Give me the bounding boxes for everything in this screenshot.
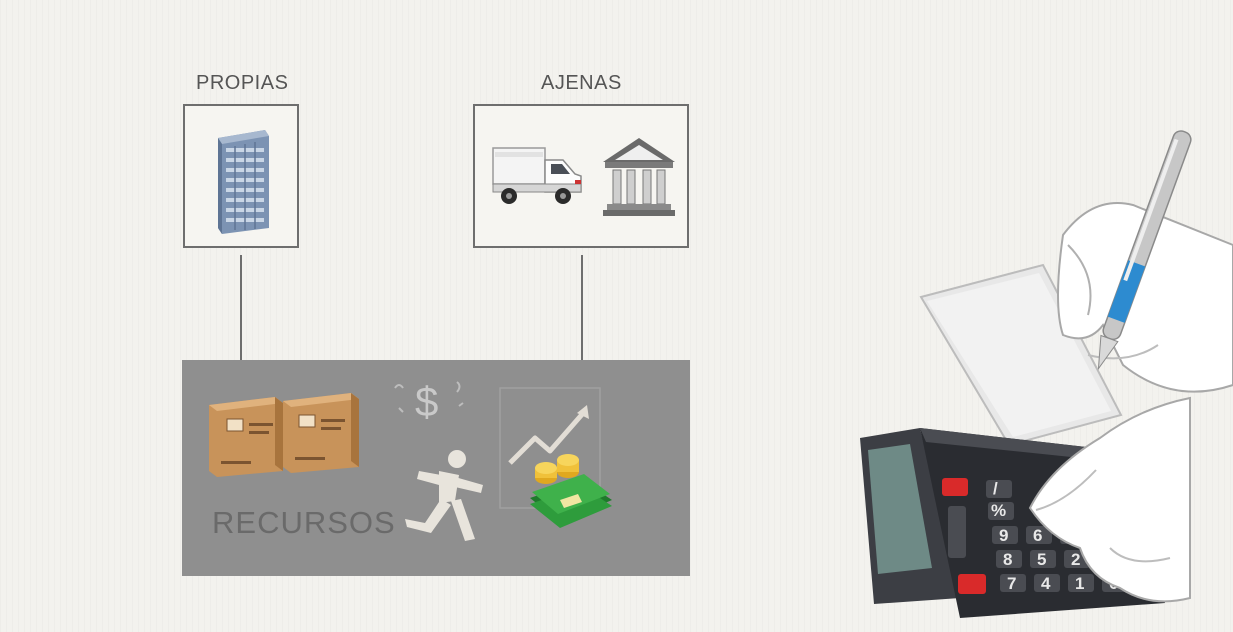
calc-key-1: 1 xyxy=(1075,574,1084,593)
calc-key-6: 6 xyxy=(1033,526,1042,545)
connector-line-right xyxy=(581,255,583,361)
calc-key-8: 8 xyxy=(1003,550,1012,569)
ajenas-box xyxy=(473,104,689,248)
calc-key-divide: / xyxy=(993,479,998,498)
recursos-label: RECURSOS xyxy=(212,505,396,540)
svg-text:$: $ xyxy=(415,378,438,425)
truck-icon xyxy=(492,147,582,204)
ajenas-label: AJENAS xyxy=(541,72,622,94)
propias-label: PROPIAS xyxy=(196,72,289,94)
money-icon xyxy=(530,454,612,528)
propias-box xyxy=(183,104,299,248)
calc-key-5: 5 xyxy=(1037,550,1046,569)
runner-icon xyxy=(405,450,483,541)
calc-key-2: 2 xyxy=(1071,550,1080,569)
bank-icon xyxy=(603,138,675,216)
calculator-icon: / % 9 6 3 8 5 2 00 7 4 1 0 xyxy=(860,396,1191,618)
calc-key-9: 9 xyxy=(999,526,1008,545)
building-icon xyxy=(218,130,269,234)
dollar-icon: $ xyxy=(394,378,464,425)
calc-key-4: 4 xyxy=(1041,574,1051,593)
calc-key-7: 7 xyxy=(1007,574,1016,593)
pen-hand-icon xyxy=(919,130,1233,447)
calc-key-percent: % xyxy=(991,501,1006,520)
connector-line-left xyxy=(240,255,242,361)
boxes-icon xyxy=(209,393,359,477)
